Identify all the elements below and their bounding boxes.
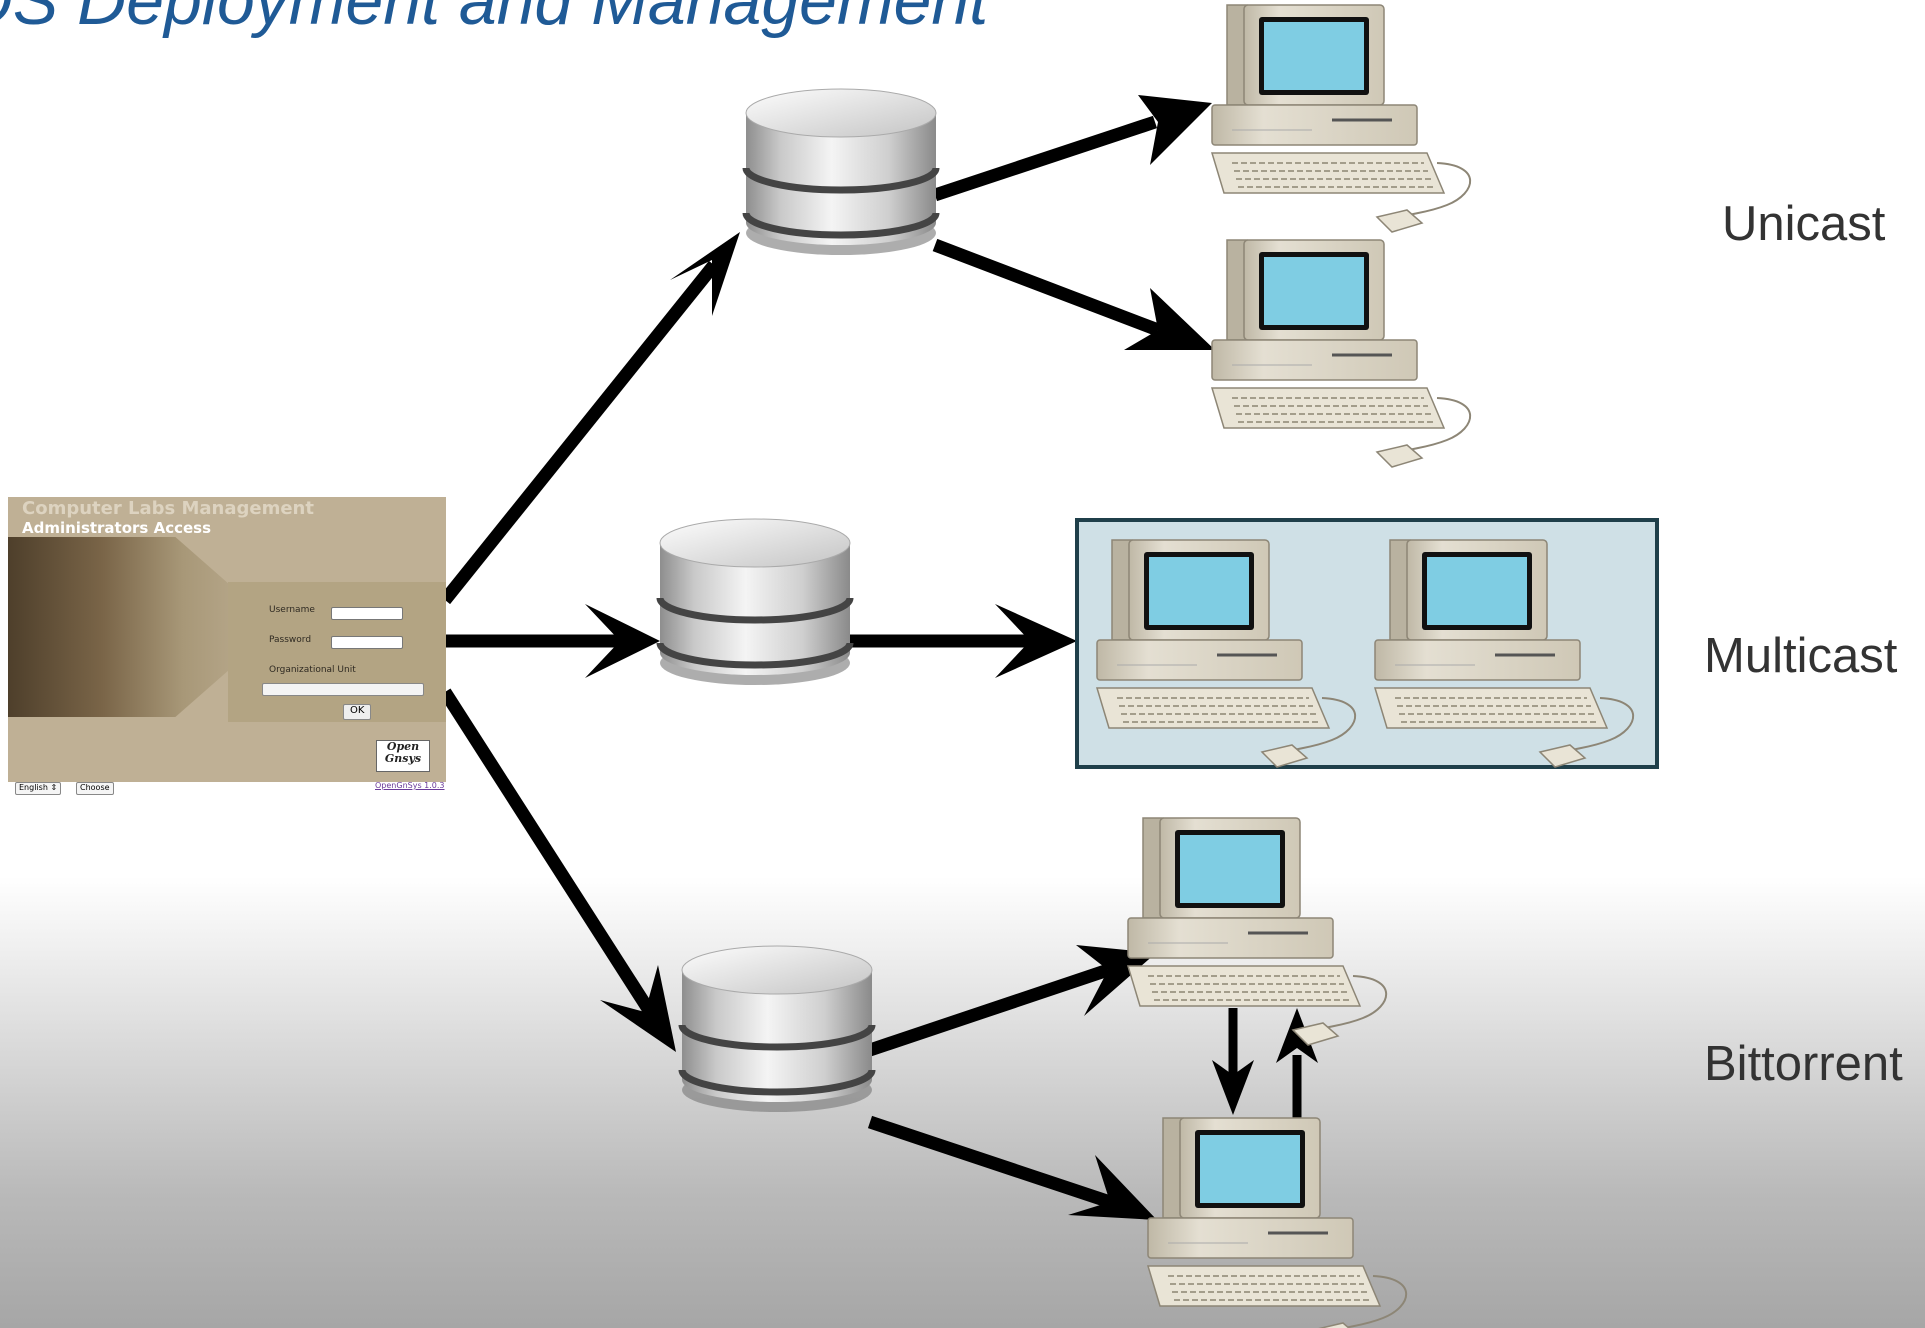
arrowhead-bittorrent-pc2	[1068, 1155, 1157, 1220]
arrow-bittorrent-to-pc1	[867, 963, 1111, 1057]
logo-line-2: Gnsys	[384, 752, 422, 765]
arrow-login-to-bittorrent-server	[439, 688, 658, 1019]
arrows-layer	[439, 115, 1302, 1209]
slide-title: OS Deployment and Management	[0, 0, 989, 39]
arrow-login-to-unicast-server	[439, 260, 720, 605]
password-label: Password	[269, 635, 312, 645]
bittorrent-client-1-icon	[1126, 816, 1388, 1047]
opengnsys-logo: Open Gnsys	[376, 740, 430, 772]
password-input[interactable]	[331, 636, 403, 649]
arrowhead-bittorrent-pc1	[1076, 945, 1156, 1016]
arrowhead-peer-down	[1212, 1060, 1254, 1115]
ok-button[interactable]: OK	[343, 704, 372, 720]
login-form-area	[228, 582, 446, 722]
language-value: English	[19, 783, 48, 792]
unicast-server-icon	[746, 89, 936, 255]
choose-button[interactable]: Choose	[76, 782, 114, 795]
username-input[interactable]	[331, 607, 403, 620]
unicast-label: Unicast	[1722, 197, 1886, 251]
version-link[interactable]: OpenGnSys 1.0.3	[375, 781, 445, 790]
arrowhead-unicast-server	[670, 232, 740, 316]
organizational-unit-label: Organizational Unit	[269, 665, 356, 675]
multicast-server-icon	[660, 519, 850, 685]
username-label: Username	[269, 605, 315, 615]
login-heading: Computer Labs Management	[22, 498, 314, 519]
bittorrent-label: Bittorrent	[1704, 1037, 1903, 1091]
bittorrent-client-2-icon	[1146, 1116, 1408, 1328]
arrowhead-bittorrent-server	[600, 965, 676, 1052]
unicast-client-1-icon	[1210, 3, 1472, 234]
language-select[interactable]: English ⇕	[15, 782, 62, 795]
unicast-client-2-icon	[1210, 238, 1472, 469]
arrowhead-multicast-group	[995, 604, 1077, 678]
arrow-bittorrent-to-pc2	[867, 1115, 1113, 1209]
arrowhead-unicast-pc2	[1124, 288, 1215, 350]
organizational-unit-select[interactable]	[262, 683, 424, 696]
arrowhead-peer-up	[1276, 1008, 1318, 1063]
arrow-unicast-to-pc2	[932, 238, 1161, 337]
logo-line-1: Open	[386, 740, 420, 753]
chevron-updown-icon: ⇕	[50, 783, 58, 792]
arrowhead-unicast-pc1	[1138, 95, 1212, 165]
bittorrent-server-icon	[682, 946, 872, 1112]
arrowheads-layer	[585, 95, 1318, 1220]
multicast-label: Multicast	[1704, 629, 1898, 683]
arrowhead-multicast-server	[585, 604, 660, 678]
arrow-unicast-to-pc1	[932, 115, 1158, 202]
login-subheading: Administrators Access	[22, 519, 212, 537]
